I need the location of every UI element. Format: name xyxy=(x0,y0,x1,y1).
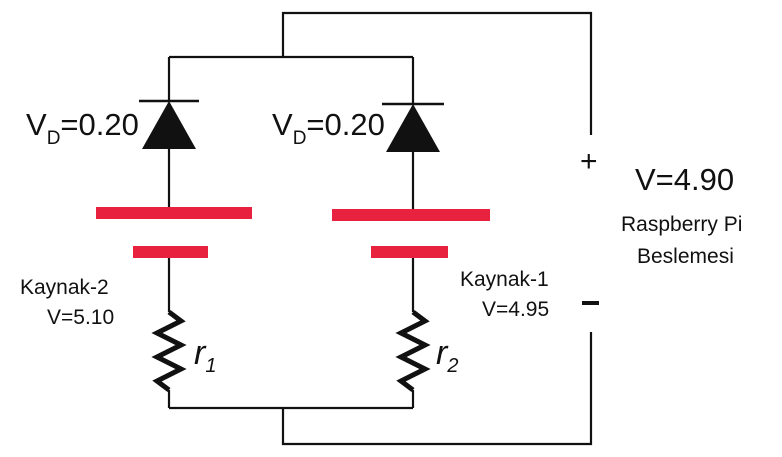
top-feed-wire xyxy=(281,11,593,135)
supply-minus-sign xyxy=(582,301,599,305)
resistor-left xyxy=(151,310,187,392)
source2-name: Kaynak-2 xyxy=(20,276,109,299)
wires xyxy=(167,11,593,446)
resistor-right xyxy=(395,310,431,392)
battery-right-long-plate xyxy=(332,209,490,221)
battery-left xyxy=(96,207,252,258)
diode-left-triangle xyxy=(142,101,196,149)
supply-plus-sign: + xyxy=(580,145,598,178)
battery-left-short-plate xyxy=(133,246,208,258)
battery-right-short-plate xyxy=(371,246,448,258)
bottom-return-wire xyxy=(281,332,593,446)
resistor-left-label: r1 xyxy=(194,334,216,377)
source2-voltage: V=5.10 xyxy=(47,306,114,329)
diode-left-label: VD=0.20 xyxy=(26,107,139,149)
diode-left xyxy=(139,99,199,149)
supply-name-line2: Beslemesi xyxy=(637,245,734,268)
source1-voltage: V=4.95 xyxy=(482,298,549,321)
resistor-right-label: r2 xyxy=(436,334,458,377)
battery-left-long-plate xyxy=(96,207,252,219)
diode-right-triangle xyxy=(386,104,440,152)
source1-name: Kaynak-1 xyxy=(460,268,549,291)
supply-voltage: V=4.90 xyxy=(635,162,734,197)
battery-right xyxy=(332,209,490,258)
diode-right xyxy=(382,102,444,152)
supply-name-line1: Raspberry Pi xyxy=(621,213,742,236)
diode-right-label: VD=0.20 xyxy=(272,107,385,149)
